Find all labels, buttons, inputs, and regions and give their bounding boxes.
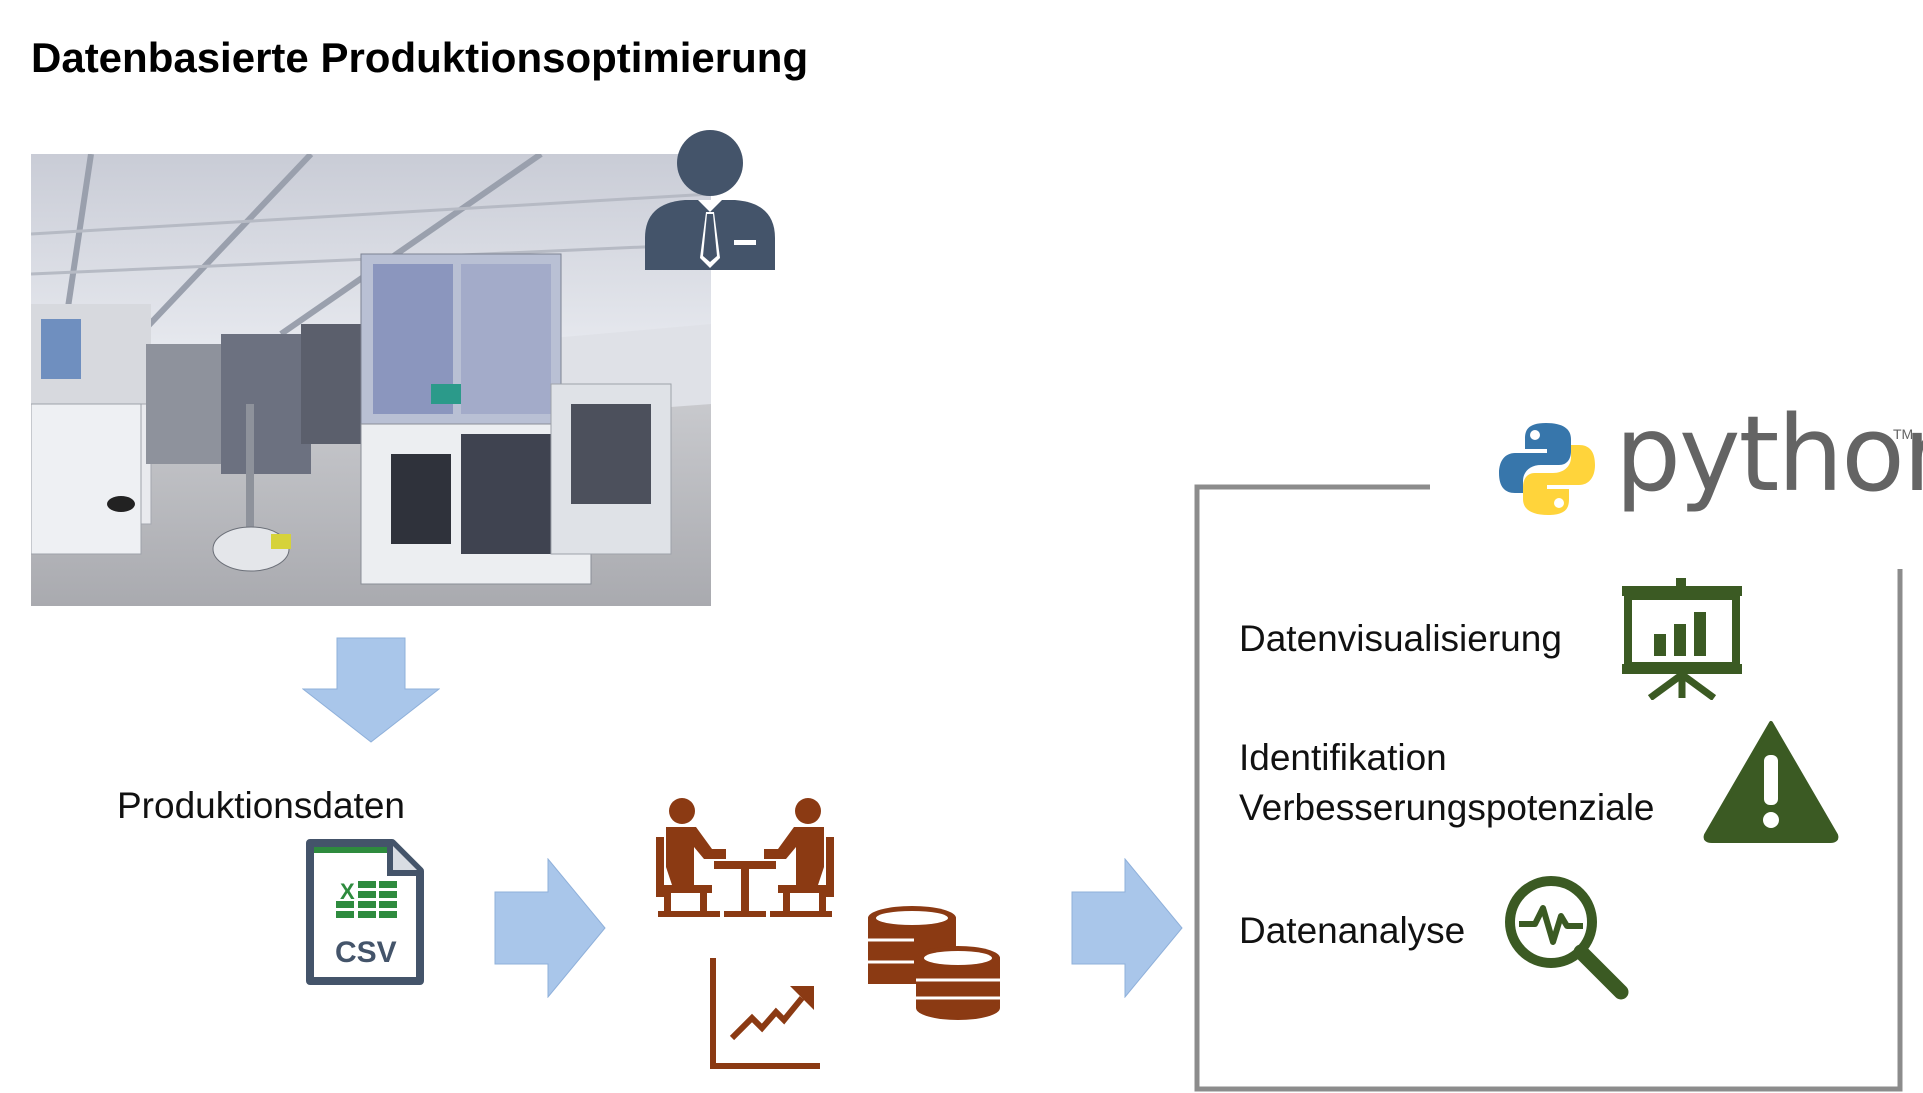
- down-arrow: [302, 637, 440, 743]
- csv-glyph: X: [340, 879, 355, 904]
- presentation-chart-icon: [1620, 578, 1744, 700]
- task-label-improvement: Verbesserungspotenziale: [1239, 787, 1655, 828]
- task-label-analysis: Datenanalyse: [1239, 910, 1466, 951]
- csv-file-icon: X CSV: [306, 839, 424, 985]
- growth-chart-icon: [710, 958, 822, 1072]
- python-wordmark: python: [1615, 393, 1923, 515]
- factory-photo: [31, 154, 711, 606]
- warning-icon: [1702, 719, 1840, 843]
- csv-text: CSV: [335, 936, 397, 969]
- coins-icon: [866, 904, 1002, 1022]
- task-label-identification: Identifikation: [1239, 737, 1447, 778]
- meeting-icon: [656, 797, 836, 919]
- production-data-label: Produktionsdaten: [117, 785, 405, 826]
- magnifier-pulse-icon: [1501, 872, 1631, 1002]
- right-arrow-1: [494, 858, 606, 998]
- task-label-visualization: Datenvisualisierung: [1239, 618, 1562, 659]
- python-trademark: TM: [1893, 426, 1914, 442]
- python-logo: [1497, 419, 1597, 519]
- businessman-icon: [640, 128, 780, 270]
- right-arrow-2: [1071, 858, 1183, 998]
- page-title: Datenbasierte Produktionsoptimierung: [31, 34, 809, 81]
